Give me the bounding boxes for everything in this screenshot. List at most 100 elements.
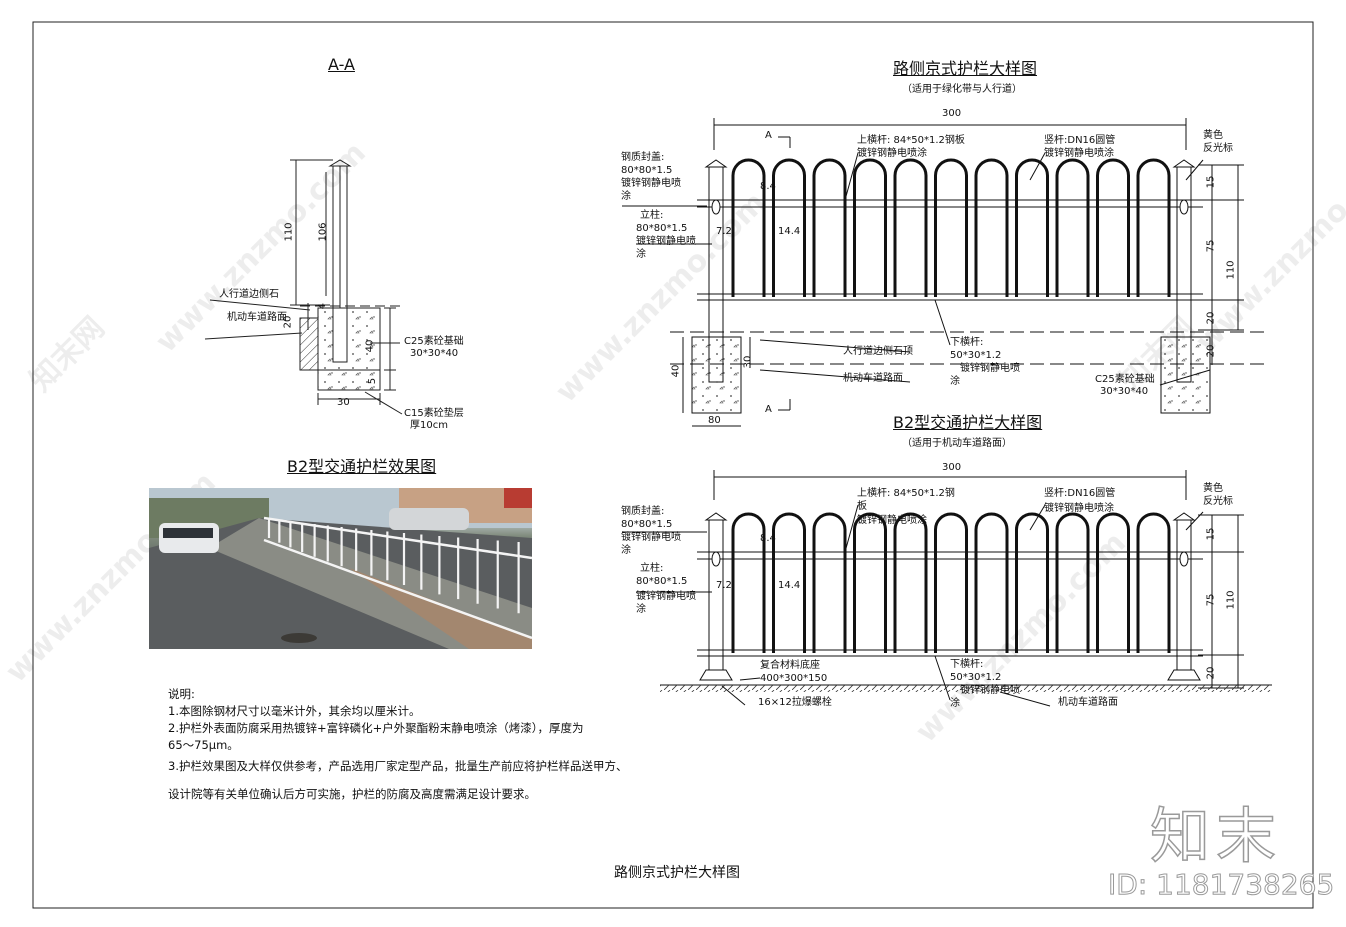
bottom-brail-1: 下横杆: bbox=[950, 659, 984, 670]
top-dim-20b: 20 bbox=[1205, 344, 1217, 358]
hoop-bar bbox=[1055, 158, 1090, 297]
road-label: 机动车道路面 bbox=[227, 312, 287, 323]
top-road-label: 机动车道路面 bbox=[843, 373, 903, 384]
bottom-vbar-2: 镀锌钢静电喷涂 bbox=[1044, 503, 1114, 514]
dim-106: 106 bbox=[317, 222, 329, 242]
bottom-rail-2: 板 bbox=[857, 501, 867, 512]
sheet-border bbox=[32, 21, 1314, 909]
top-base-1: C25素砼基础 bbox=[1095, 374, 1155, 385]
bottom-dim-144: 14.4 bbox=[778, 580, 801, 591]
top-dim-15: 15 bbox=[1205, 175, 1217, 189]
bottom-reflectors bbox=[711, 551, 1189, 567]
top-kerb-label: 人行道边侧石顶 bbox=[843, 346, 913, 357]
hoop-bar bbox=[1096, 512, 1130, 653]
top-dim-144: 14.4 bbox=[778, 226, 801, 237]
bottom-dim-110: 110 bbox=[1225, 590, 1237, 610]
bottom-cap-3: 镀锌钢静电喷 bbox=[621, 532, 681, 543]
hoop-bar bbox=[1096, 158, 1130, 297]
notes-heading: 说明: bbox=[168, 687, 195, 701]
top-vertical-bars bbox=[731, 158, 1171, 297]
photo-fence-rail bbox=[263, 538, 532, 640]
bottom-dim-72: 7.2 bbox=[716, 580, 732, 591]
bottom-subtitle: （适用于机动车道路面） bbox=[902, 438, 1012, 449]
bottom-rail-1: 上横杆: 84*50*1.2钢 bbox=[857, 488, 955, 499]
dim-4: 4 bbox=[317, 302, 329, 310]
base-label-2: 30*30*40 bbox=[410, 348, 459, 359]
sheet-title: 路侧京式护栏大样图 bbox=[614, 865, 740, 881]
top-reflect-1: 黄色 bbox=[1203, 130, 1223, 141]
bottom-dim-84: 8.4 bbox=[760, 533, 776, 544]
top-dim-40: 40 bbox=[670, 364, 682, 378]
cushion-label-2: 厚10cm bbox=[410, 420, 448, 431]
top-dim-72: 7.2 bbox=[716, 226, 732, 237]
dim-40: 40 bbox=[364, 339, 376, 353]
hoop-bar bbox=[1015, 512, 1049, 653]
top-post-2: 80*80*1.5 bbox=[636, 223, 688, 234]
hoop-bar bbox=[812, 158, 847, 297]
bottom-brail-2: 50*30*1.2 bbox=[950, 672, 1002, 683]
top-cap-2: 80*80*1.5 bbox=[621, 165, 673, 176]
base-label-1: C25素砼基础 bbox=[404, 336, 464, 347]
hoop-bar bbox=[772, 512, 806, 653]
top-post-3: 镀锌钢静电喷 bbox=[636, 236, 696, 247]
hoop-bar bbox=[853, 512, 887, 653]
hoop-bar bbox=[1015, 158, 1049, 297]
top-fence-drawing bbox=[622, 118, 1270, 427]
note-3: 3.护栏效果图及大样仅供参考，产品选用厂家定型产品，批量生产前应将护栏样品送甲方… bbox=[168, 759, 628, 773]
bottom-dim-15: 15 bbox=[1205, 527, 1217, 541]
hoop-bar bbox=[934, 512, 968, 653]
bottom-brail-4: 涂 bbox=[950, 698, 960, 709]
bottom-dim-75: 75 bbox=[1205, 593, 1217, 607]
top-brail-4: 涂 bbox=[950, 376, 960, 387]
asset-id: ID: 1181738265 bbox=[1107, 868, 1335, 902]
hoop-bar bbox=[1136, 158, 1171, 297]
top-dim-300: 300 bbox=[942, 108, 962, 119]
bottom-vertical-bars bbox=[731, 512, 1171, 653]
hoop-bar bbox=[772, 158, 806, 297]
bottom-seat-2: 400*300*150 bbox=[760, 673, 828, 684]
bottom-road-label: 机动车道路面 bbox=[1058, 697, 1118, 708]
bottom-dim-20: 20 bbox=[1205, 666, 1217, 680]
photo-fence bbox=[263, 516, 532, 640]
cushion-label-1: C15素砼垫层 bbox=[404, 408, 464, 419]
bottom-bolt: 16×12拉爆螺栓 bbox=[758, 697, 832, 708]
top-dim-30: 30 bbox=[742, 355, 754, 369]
bottom-post-4: 涂 bbox=[636, 604, 646, 615]
top-cap-4: 涂 bbox=[621, 191, 631, 202]
top-base-2: 30*30*40 bbox=[1100, 386, 1149, 397]
bottom-post-3: 镀锌钢静电喷 bbox=[636, 591, 696, 602]
hoop-bar bbox=[934, 158, 968, 297]
section-aa-title: A-A bbox=[328, 55, 355, 74]
bottom-post-2: 80*80*1.5 bbox=[636, 576, 688, 587]
bottom-seat-1: 复合材料底座 bbox=[760, 660, 820, 671]
hoop-bar bbox=[893, 158, 928, 297]
top-reflectors bbox=[711, 199, 1189, 215]
note-2b: 65～75μm。 bbox=[168, 738, 239, 752]
bottom-reflect-2: 反光标 bbox=[1203, 496, 1233, 507]
bottom-post-1: 立柱: bbox=[640, 563, 664, 574]
bottom-title: B2型交通护栏大样图 bbox=[893, 413, 1043, 432]
hoop-bar bbox=[812, 512, 847, 653]
effect-photo bbox=[149, 488, 532, 649]
brand-logo: 知末 bbox=[1149, 801, 1282, 873]
bottom-dim-300: 300 bbox=[942, 462, 962, 473]
top-post-1: 立柱: bbox=[640, 210, 664, 221]
section-marker-bottom: A bbox=[765, 404, 772, 415]
top-brail-3: 镀锌钢静电喷 bbox=[960, 363, 1020, 374]
photo-illustration bbox=[149, 488, 532, 649]
hoop-bar bbox=[974, 158, 1009, 297]
top-subtitle: （适用于绿化带与人行道） bbox=[902, 84, 1022, 95]
top-dim-110: 110 bbox=[1225, 260, 1237, 280]
bottom-cap-1: 钢质封盖: bbox=[621, 506, 665, 517]
kerb-label: 人行道边侧石 bbox=[219, 289, 279, 300]
top-brail-2: 50*30*1.2 bbox=[950, 350, 1002, 361]
top-dim-80: 80 bbox=[708, 415, 721, 426]
dim-110: 110 bbox=[283, 222, 295, 242]
top-reflect-2: 反光标 bbox=[1203, 143, 1233, 154]
hoop-bar bbox=[731, 512, 766, 653]
bottom-cap-4: 涂 bbox=[621, 545, 631, 556]
top-cap-1: 钢质封盖: bbox=[621, 152, 665, 163]
top-rail-2: 镀锌钢静电喷涂 bbox=[857, 148, 927, 159]
top-dim-20: 20 bbox=[1205, 311, 1217, 325]
